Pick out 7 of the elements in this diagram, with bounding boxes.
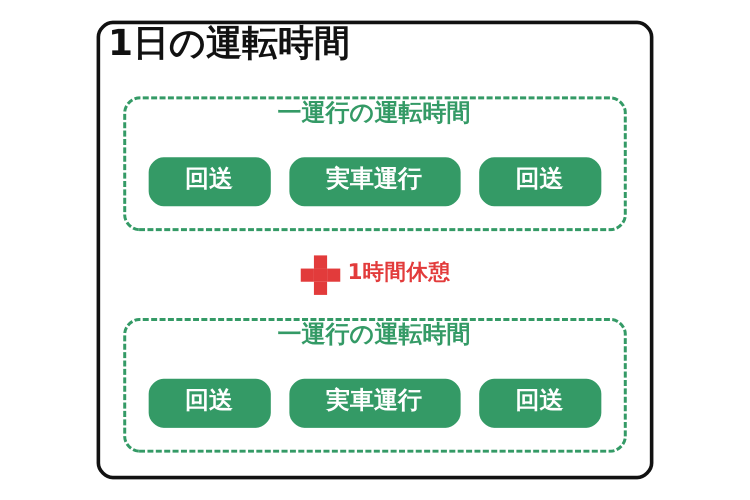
node-box: 実車運行 <box>289 157 461 206</box>
node-box: 回送 <box>148 157 271 206</box>
node-box: 回送 <box>148 378 271 428</box>
label: 1時間休憩 <box>347 260 450 286</box>
node-box: 回送 <box>479 157 602 206</box>
node-box: 回送 <box>479 378 602 428</box>
node-box: 実車運行 <box>289 378 461 428</box>
